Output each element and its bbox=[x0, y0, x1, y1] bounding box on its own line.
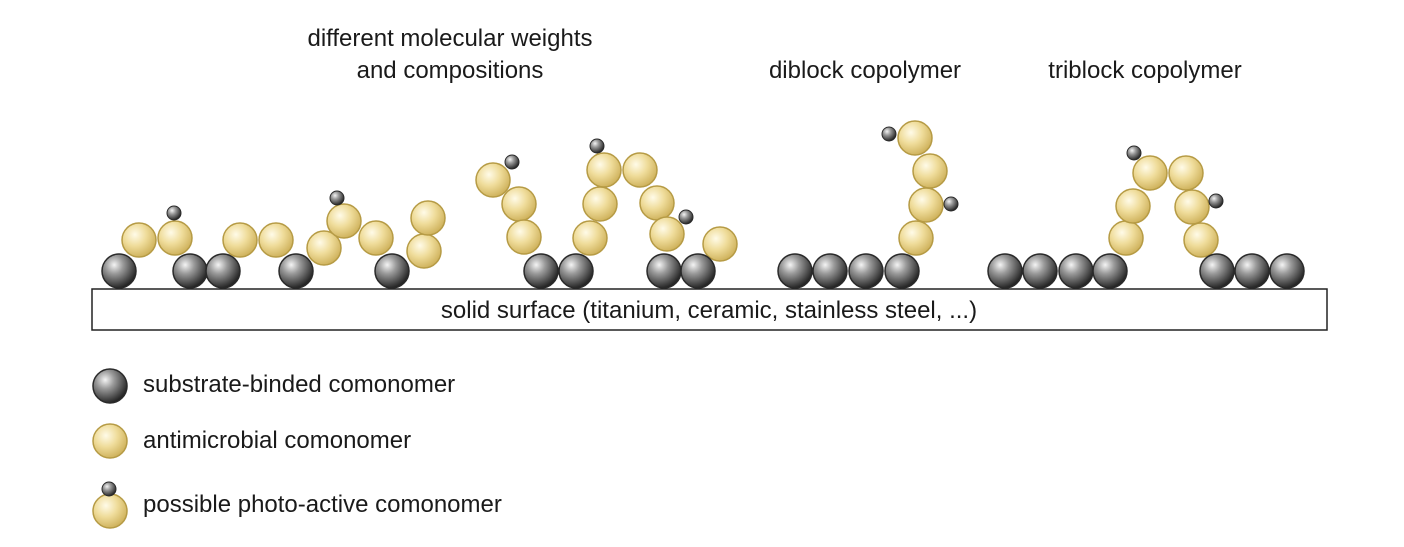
antimicrobial-sphere bbox=[622, 152, 658, 188]
antimicrobial-sphere bbox=[157, 220, 193, 256]
antimicrobial-sphere bbox=[1108, 220, 1144, 256]
photo-active-sphere bbox=[881, 126, 897, 142]
substrate-sphere bbox=[1269, 253, 1305, 289]
substrate-sphere bbox=[205, 253, 241, 289]
legend-label-photo-active: possible photo-active comonomer bbox=[143, 491, 502, 518]
photo-active-sphere bbox=[943, 196, 959, 212]
antimicrobial-sphere bbox=[1132, 155, 1168, 191]
substrate-sphere bbox=[172, 253, 208, 289]
substrate-sphere bbox=[1234, 253, 1270, 289]
substrate-sphere bbox=[101, 253, 137, 289]
substrate-sphere bbox=[777, 253, 813, 289]
photo-active-sphere bbox=[678, 209, 694, 225]
antimicrobial-sphere bbox=[506, 219, 542, 255]
antimicrobial-sphere bbox=[1183, 222, 1219, 258]
substrate-sphere bbox=[987, 253, 1023, 289]
substrate-sphere bbox=[1199, 253, 1235, 289]
photo-active-sphere bbox=[329, 190, 345, 206]
legend-icons bbox=[92, 368, 128, 529]
substrate-sphere bbox=[680, 253, 716, 289]
antimicrobial-sphere bbox=[326, 203, 362, 239]
substrate-sphere bbox=[848, 253, 884, 289]
antimicrobial-sphere bbox=[582, 186, 618, 222]
photo-active-sphere bbox=[166, 205, 182, 221]
legend-label-antimicrobial: antimicrobial comonomer bbox=[143, 427, 412, 454]
antimicrobial-sphere bbox=[897, 120, 933, 156]
antimicrobial-sphere bbox=[898, 220, 934, 256]
substrate-sphere bbox=[558, 253, 594, 289]
antimicrobial-sphere bbox=[222, 222, 258, 258]
legend-antimicrobial-sphere-icon bbox=[92, 423, 128, 459]
photo-active-sphere bbox=[1208, 193, 1224, 209]
antimicrobial-sphere bbox=[649, 216, 685, 252]
polymer-chains bbox=[101, 120, 1305, 289]
antimicrobial-sphere bbox=[306, 230, 342, 266]
antimicrobial-sphere bbox=[1174, 189, 1210, 225]
label-molecular-weights-line1: different molecular weights bbox=[307, 25, 593, 52]
antimicrobial-sphere bbox=[1168, 155, 1204, 191]
photo-active-sphere bbox=[589, 138, 605, 154]
label-molecular-weights-line2: and compositions bbox=[356, 57, 544, 84]
legend-photo-active-sphere-icon bbox=[101, 481, 117, 497]
label-triblock-copolymer: triblock copolymer bbox=[1048, 57, 1242, 84]
substrate-sphere bbox=[812, 253, 848, 289]
antimicrobial-sphere bbox=[410, 200, 446, 236]
antimicrobial-sphere bbox=[702, 226, 738, 262]
legend-substrate-sphere-icon bbox=[92, 368, 128, 404]
substrate-sphere bbox=[884, 253, 920, 289]
antimicrobial-sphere bbox=[121, 222, 157, 258]
substrate-sphere bbox=[646, 253, 682, 289]
antimicrobial-sphere bbox=[912, 153, 948, 189]
antimicrobial-sphere bbox=[639, 185, 675, 221]
antimicrobial-sphere bbox=[501, 186, 537, 222]
antimicrobial-sphere bbox=[586, 152, 622, 188]
antimicrobial-sphere bbox=[572, 220, 608, 256]
solid-surface bbox=[91, 288, 1328, 331]
substrate-sphere bbox=[1092, 253, 1128, 289]
legend-label-substrate: substrate-binded comonomer bbox=[143, 371, 456, 398]
substrate-sphere bbox=[1058, 253, 1094, 289]
antimicrobial-sphere bbox=[1115, 188, 1151, 224]
legend-photo-active-base-sphere-icon bbox=[92, 493, 128, 529]
substrate-sphere bbox=[523, 253, 559, 289]
antimicrobial-sphere bbox=[406, 233, 442, 269]
photo-active-sphere bbox=[504, 154, 520, 170]
antimicrobial-sphere bbox=[908, 187, 944, 223]
antimicrobial-sphere bbox=[358, 220, 394, 256]
substrate-sphere bbox=[374, 253, 410, 289]
label-diblock-copolymer: diblock copolymer bbox=[768, 57, 962, 84]
photo-active-sphere bbox=[1126, 145, 1142, 161]
substrate-sphere bbox=[1022, 253, 1058, 289]
surface-label: solid surface (titanium, ceramic, stainl… bbox=[441, 297, 977, 324]
substrate-sphere bbox=[278, 253, 314, 289]
antimicrobial-sphere bbox=[475, 162, 511, 198]
antimicrobial-sphere bbox=[258, 222, 294, 258]
